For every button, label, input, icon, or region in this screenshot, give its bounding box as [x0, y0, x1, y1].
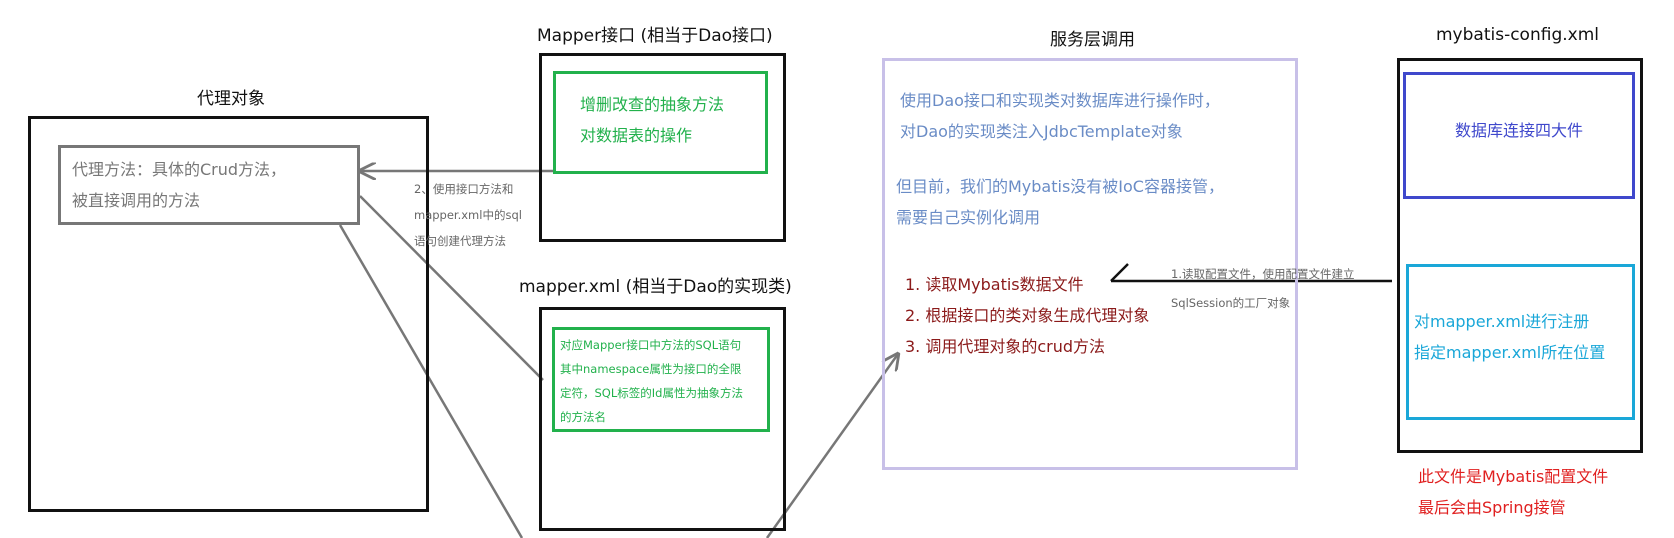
- config-outer-box: [1397, 58, 1643, 453]
- service-para-2: 但目前，我们的Mybatis没有被IoC容器接管， 需要自己实例化调用: [896, 171, 1224, 233]
- annotation-step2-line-1: 2、使用接口方法和: [414, 182, 514, 196]
- annotation-step1: 1.读取配置文件，使用配置文件建立 SqlSession的工厂对象: [1171, 260, 1354, 318]
- config-footnote-line-1: 此文件是Mybatis配置文件: [1418, 467, 1609, 486]
- service-para-2-line-2: 需要自己实例化调用: [896, 208, 1041, 227]
- config-mapper-box: 对mapper.xml进行注册 指定mapper.xml所在位置: [1406, 264, 1635, 420]
- config-footnote-line-2: 最后会由Spring接管: [1418, 498, 1566, 517]
- mapper-xml-outer-box: [539, 307, 786, 531]
- mapper-interface-inner-box: 增删改查的抽象方法 对数据表的操作: [553, 71, 768, 174]
- mapper-xml-line-3: 定符，SQL标签的Id属性为抽象方法: [560, 386, 743, 400]
- service-step-3: 3. 调用代理对象的crud方法: [905, 337, 1106, 356]
- service-title: 服务层调用: [1050, 30, 1135, 50]
- annotation-step1-line-1: 1.读取配置文件，使用配置文件建立: [1171, 267, 1355, 281]
- service-para-1: 使用Dao接口和实现类对数据库进行操作时， 对Dao的实现类注入JdbcTemp…: [900, 85, 1220, 147]
- mapper-xml-title: mapper.xml (相当于Dao的实现类): [519, 277, 792, 297]
- service-para-2-line-1: 但目前，我们的Mybatis没有被IoC容器接管，: [896, 177, 1224, 196]
- proxy-method-line-1: 代理方法：具体的Crud方法，: [72, 160, 287, 179]
- mapper-interface-line-1: 增删改查的抽象方法: [580, 95, 725, 114]
- annotation-step1-line-2: SqlSession的工厂对象: [1171, 296, 1291, 310]
- service-para-1-line-1: 使用Dao接口和实现类对数据库进行操作时，: [900, 91, 1220, 110]
- service-steps: 1. 读取Mybatis数据文件 2. 根据接口的类对象生成代理对象 3. 调用…: [905, 269, 1149, 362]
- config-mapper-line-2: 指定mapper.xml所在位置: [1414, 343, 1606, 362]
- config-db-box: 数据库连接四大件: [1403, 72, 1635, 199]
- line-proxy-down: [338, 224, 524, 538]
- service-step-1: 1. 读取Mybatis数据文件: [905, 275, 1084, 294]
- annotation-step2-line-3: 语句创建代理方法: [414, 234, 506, 248]
- annotation-step2: 2、使用接口方法和 mapper.xml中的sql 语句创建代理方法: [414, 176, 522, 254]
- mapper-xml-inner-box: 对应Mapper接口中方法的SQL语句 其中namespace属性为接口的全限 …: [552, 327, 770, 432]
- proxy-method-line-2: 被直接调用的方法: [72, 191, 201, 210]
- mapper-xml-line-2: 其中namespace属性为接口的全限: [560, 362, 742, 376]
- service-step-2: 2. 根据接口的类对象生成代理对象: [905, 306, 1150, 325]
- proxy-method-box: 代理方法：具体的Crud方法， 被直接调用的方法: [58, 145, 360, 225]
- proxy-outer-box: [28, 116, 429, 512]
- proxy-title: 代理对象: [197, 89, 265, 109]
- annotation-step2-line-2: mapper.xml中的sql: [414, 208, 522, 222]
- config-title: mybatis-config.xml: [1436, 25, 1599, 45]
- mapper-interface-title: Mapper接口 (相当于Dao接口): [537, 26, 773, 46]
- arrow-config-head: [1110, 263, 1129, 282]
- line-proxy-to-mapperxml: [359, 195, 544, 381]
- config-mapper-line-1: 对mapper.xml进行注册: [1414, 312, 1590, 331]
- service-box: [882, 58, 1298, 470]
- mapper-xml-line-1: 对应Mapper接口中方法的SQL语句: [560, 338, 742, 352]
- config-db-label: 数据库连接四大件: [1454, 121, 1583, 140]
- config-footnote: 此文件是Mybatis配置文件 最后会由Spring接管: [1418, 461, 1608, 523]
- mapper-xml-line-4: 的方法名: [560, 410, 606, 424]
- line-up-to-step3: [765, 354, 898, 538]
- mapper-interface-outer-box: [539, 53, 786, 242]
- service-para-1-line-2: 对Dao的实现类注入JdbcTemplate对象: [900, 122, 1183, 141]
- mapper-interface-line-2: 对数据表的操作: [580, 126, 693, 145]
